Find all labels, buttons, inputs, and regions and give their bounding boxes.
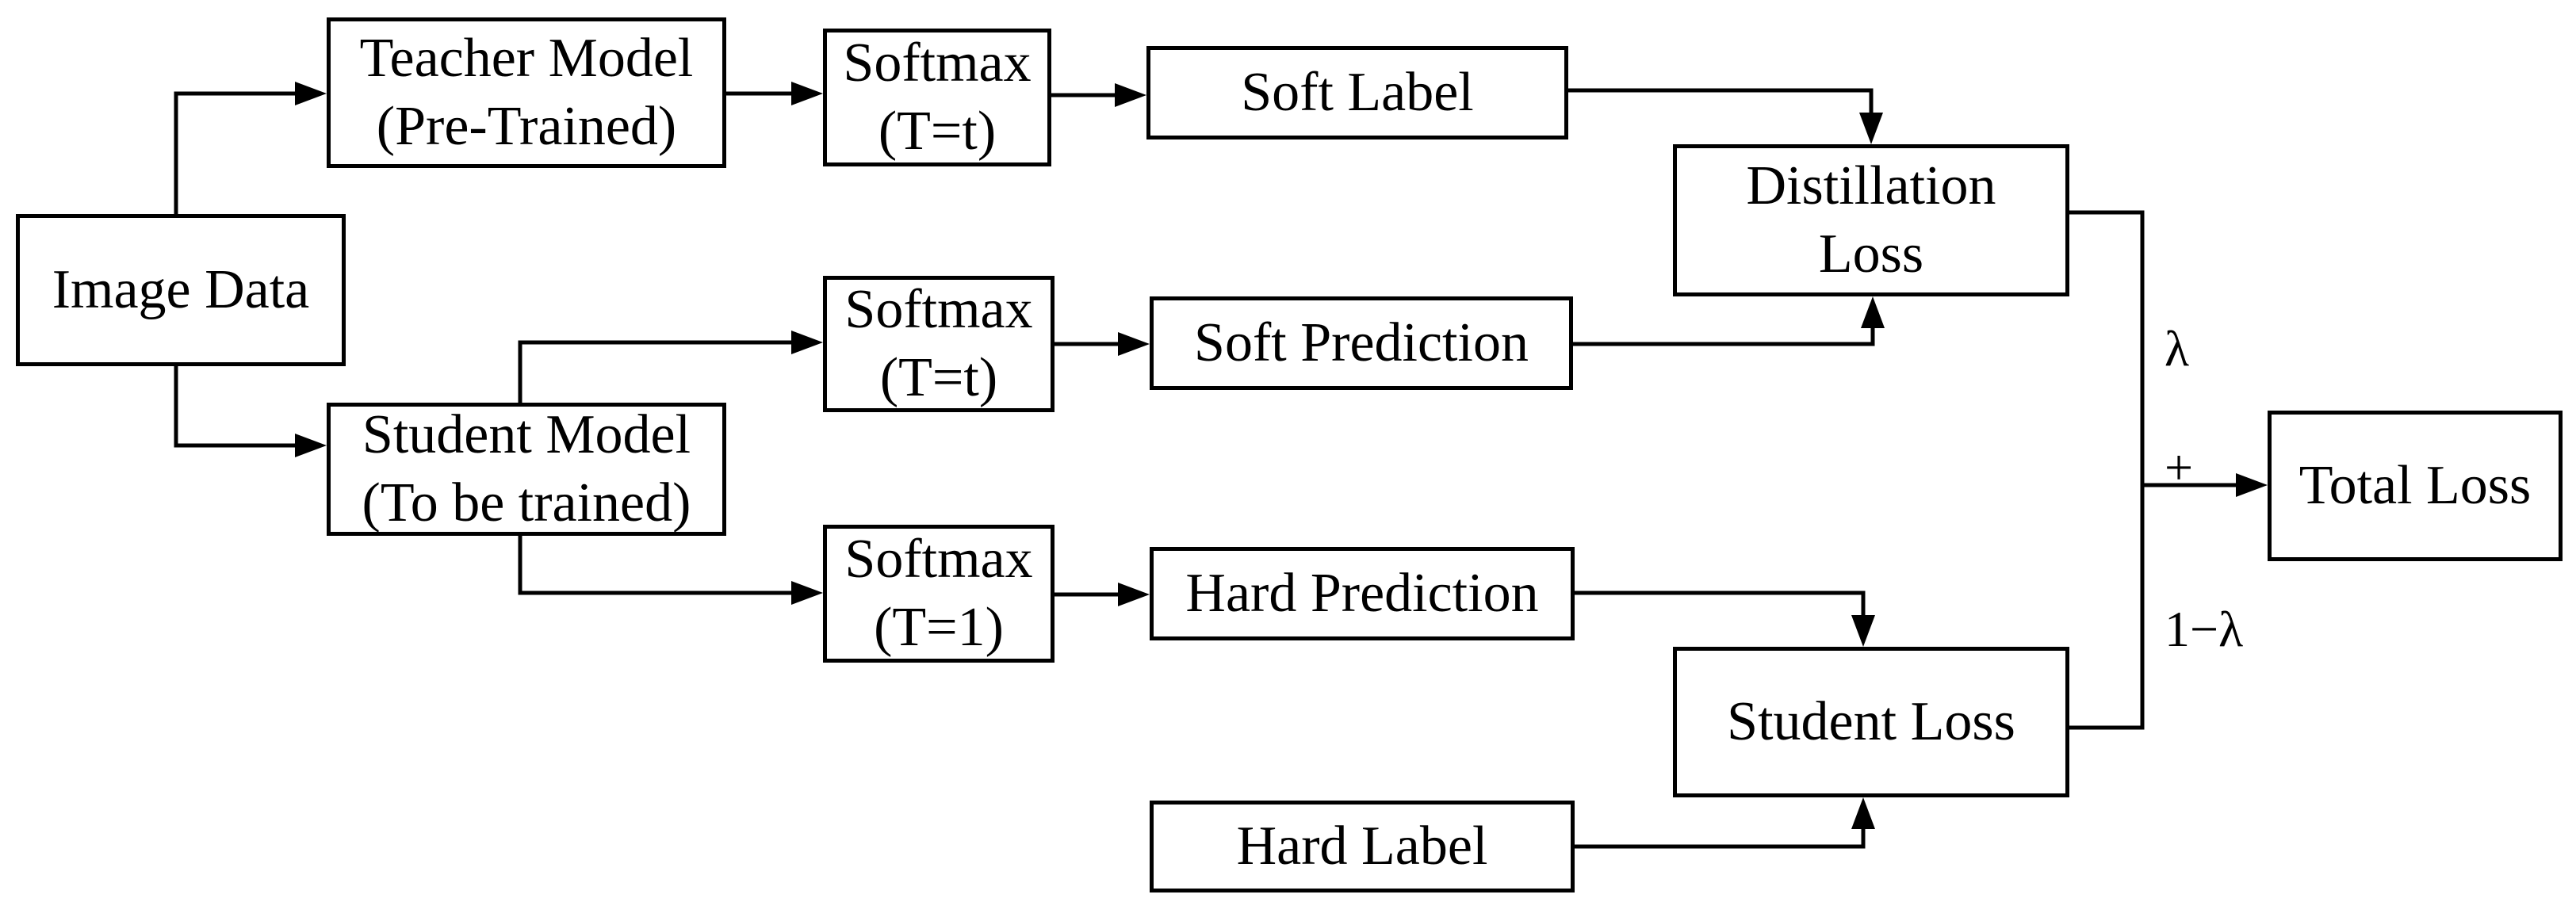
teacher-to-softmax-arrowhead <box>791 82 823 105</box>
total-loss-box: Total Loss <box>2268 411 2563 561</box>
softmax-teacher-title: Softmax <box>843 32 1032 94</box>
plus-sign-label: + <box>2165 439 2194 495</box>
image-to-teacher-connector <box>174 91 299 216</box>
student-loss-text: Student Loss <box>1727 691 2015 752</box>
teacher-model-title: Teacher Model <box>359 28 694 89</box>
hard-prediction-to-student-loss-arrowhead <box>1851 615 1875 647</box>
soft-label-to-distillation-arrowhead <box>1859 113 1883 144</box>
student-to-softmax-hard-arrowhead <box>791 581 823 605</box>
student-model-title: Student Model <box>362 404 691 465</box>
student-loss-box: Student Loss <box>1673 647 2069 797</box>
softmax-teacher-box: Softmax (T=t) <box>823 29 1051 166</box>
student-to-softmax-hard-connector <box>518 533 797 595</box>
student-to-softmax-soft-connector <box>518 340 797 405</box>
softmax-student-soft-box: Softmax (T=t) <box>823 276 1055 412</box>
softmax-student-soft-temperature: (T=t) <box>879 347 998 408</box>
softmax-to-soft-label-arrowhead <box>1115 83 1146 107</box>
one-minus-lambda-weight-label: 1−λ <box>2165 601 2244 657</box>
student-to-softmax-soft-arrowhead <box>791 331 823 354</box>
distillation-loss-subtitle: Loss <box>1818 224 1924 285</box>
teacher-model-box: Teacher Model (Pre-Trained) <box>327 17 726 168</box>
hard-prediction-text: Hard Prediction <box>1185 563 1539 624</box>
soft-prediction-text: Soft Prediction <box>1194 312 1529 373</box>
lambda-weight-label: λ <box>2165 320 2190 376</box>
student-model-box: Student Model (To be trained) <box>327 403 726 536</box>
softmax-student-hard-box: Softmax (T=1) <box>823 525 1055 663</box>
soft-label-box: Soft Label <box>1146 46 1568 140</box>
soft-label-text: Soft Label <box>1241 62 1474 123</box>
soft-prediction-box: Soft Prediction <box>1150 296 1573 390</box>
hard-label-to-student-loss-arrowhead <box>1851 797 1875 829</box>
softmax-teacher-temperature: (T=t) <box>878 101 997 162</box>
distillation-loss-box: Distillation Loss <box>1673 144 2069 296</box>
sum-to-total-loss-arrowhead <box>2236 473 2268 497</box>
hard-label-box: Hard Label <box>1150 801 1575 892</box>
soft-prediction-to-distillation-connector <box>1571 323 1875 346</box>
distillation-to-sum-connector <box>2067 210 2145 730</box>
total-loss-text: Total Loss <box>2298 455 2532 516</box>
hard-prediction-to-student-loss-connector <box>1572 591 1866 621</box>
hard-label-text: Hard Label <box>1236 816 1488 877</box>
teacher-model-subtitle: (Pre-Trained) <box>376 96 677 157</box>
softmax-to-hard-prediction-arrowhead <box>1118 583 1150 606</box>
image-data-box: Image Data <box>16 214 346 366</box>
softmax-student-hard-title: Softmax <box>844 529 1033 590</box>
softmax-student-hard-temperature: (T=1) <box>874 597 1004 658</box>
hard-prediction-box: Hard Prediction <box>1150 547 1575 640</box>
student-model-subtitle: (To be trained) <box>362 472 691 533</box>
image-to-student-connector <box>174 364 299 448</box>
hard-label-to-student-loss-connector <box>1572 824 1866 849</box>
distillation-loss-title: Distillation <box>1746 155 1996 216</box>
soft-prediction-to-distillation-arrowhead <box>1861 296 1885 328</box>
image-to-student-arrowhead <box>295 434 327 457</box>
image-to-teacher-arrowhead <box>295 82 327 105</box>
image-data-label: Image Data <box>52 259 310 320</box>
softmax-to-soft-prediction-arrowhead <box>1118 332 1150 356</box>
softmax-student-soft-title: Softmax <box>844 279 1033 340</box>
soft-label-to-distillation-connector <box>1566 88 1874 118</box>
